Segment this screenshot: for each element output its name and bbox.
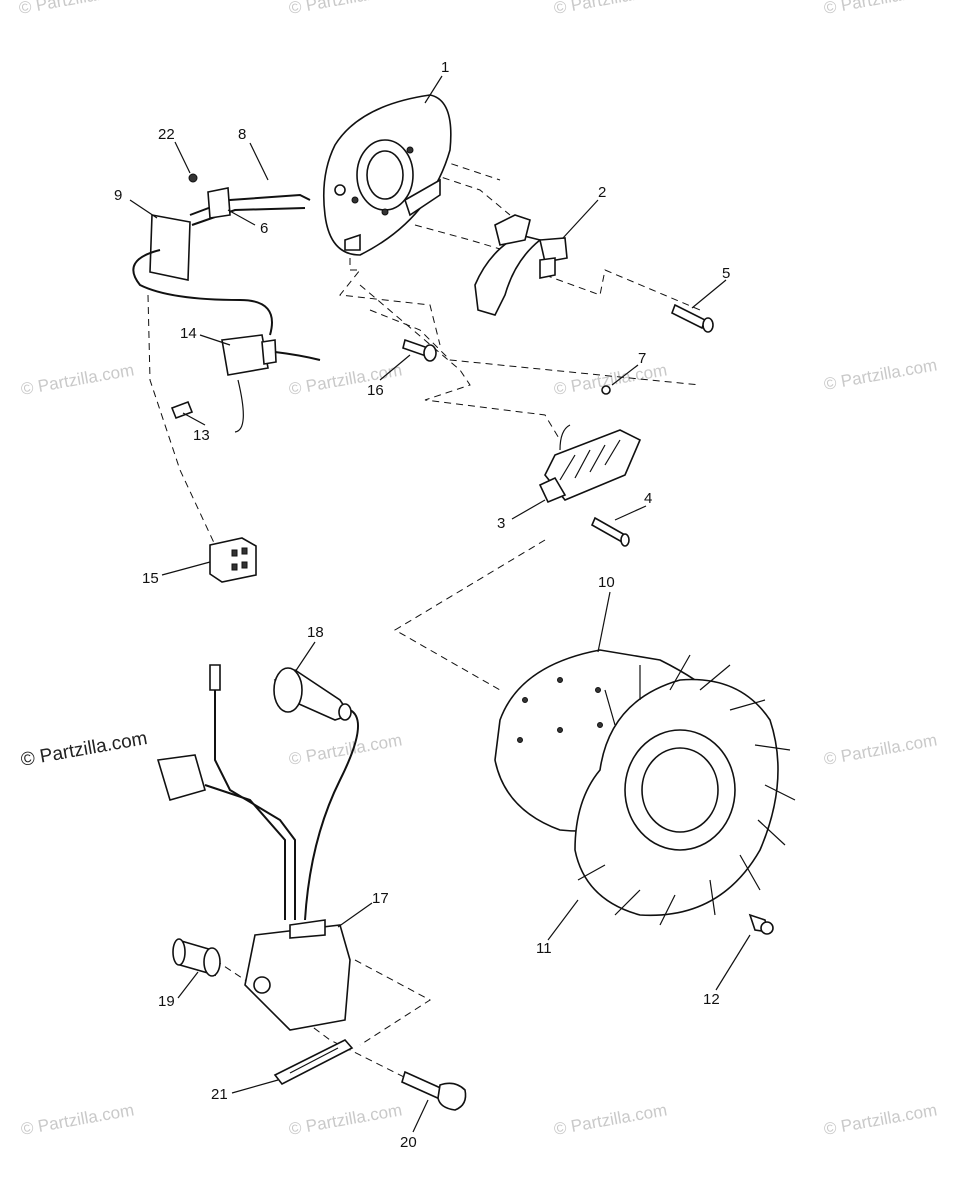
callout-14: 14: [180, 325, 197, 342]
screw-5: [670, 303, 714, 333]
callout-2: 2: [598, 184, 606, 201]
callout-17: 17: [372, 890, 389, 907]
callout-15: 15: [142, 570, 159, 587]
callout-20: 20: [400, 1134, 417, 1151]
watermark: © Partzilla.com: [552, 0, 668, 18]
watermark: © Partzilla.com: [552, 360, 668, 399]
callout-6: 6: [260, 220, 268, 237]
cdi-unit: [156, 664, 359, 1031]
watermark: © Partzilla.com: [19, 360, 135, 399]
callout-11: 11: [536, 940, 552, 957]
screw-16: [402, 338, 437, 362]
leader-lines: [129, 75, 751, 1133]
screw-4: [590, 516, 630, 547]
mounting-strap: [273, 1039, 354, 1086]
callout-1: 1: [441, 59, 449, 76]
screw-12: [748, 913, 774, 935]
callout-4: 4: [644, 490, 652, 507]
watermark: © Partzilla.com: [19, 1100, 135, 1139]
callout-numbers: 1 2 3 4 5 6 7 8 9 10 11 12 13 14 15 16 1…: [114, 59, 730, 1151]
callout-12: 12: [703, 991, 720, 1008]
watermark: © Partzilla.com: [17, 0, 133, 18]
assembly-lines: [147, 159, 701, 1081]
watermark: © Partzilla.com: [822, 0, 938, 18]
callout-3: 3: [497, 515, 505, 532]
stator-plate: [322, 94, 452, 256]
callout-16: 16: [367, 382, 384, 399]
watermark: © Partzilla.com: [822, 730, 938, 769]
watermark: © Partzilla.com: [822, 1100, 938, 1139]
callout-18: 18: [307, 624, 324, 641]
watermark-main: © Partzilla.com: [19, 728, 149, 771]
charging-coil: [538, 424, 642, 504]
wiring-harness: [132, 173, 321, 583]
coil-bracket: [474, 214, 568, 316]
watermark: © Partzilla.com: [822, 355, 938, 394]
watermark: © Partzilla.com: [552, 1100, 668, 1139]
screw-7: [601, 385, 611, 395]
callout-10: 10: [598, 574, 615, 591]
watermark: © Partzilla.com: [287, 1100, 403, 1139]
grommet: [172, 938, 221, 977]
callout-13: 13: [193, 427, 210, 444]
spark-plug-cap: [273, 667, 352, 721]
callout-19: 19: [158, 993, 175, 1010]
watermark: © Partzilla.com: [287, 730, 403, 769]
callout-22: 22: [158, 126, 175, 143]
bolt-20: [401, 1070, 467, 1111]
callout-5: 5: [722, 265, 730, 282]
flywheel: [494, 649, 796, 926]
watermark: © Partzilla.com: [287, 360, 403, 399]
watermark: © Partzilla.com: [287, 0, 403, 18]
callout-9: 9: [114, 187, 122, 204]
callout-8: 8: [238, 126, 246, 143]
callout-7: 7: [638, 350, 646, 367]
callout-21: 21: [211, 1086, 228, 1103]
